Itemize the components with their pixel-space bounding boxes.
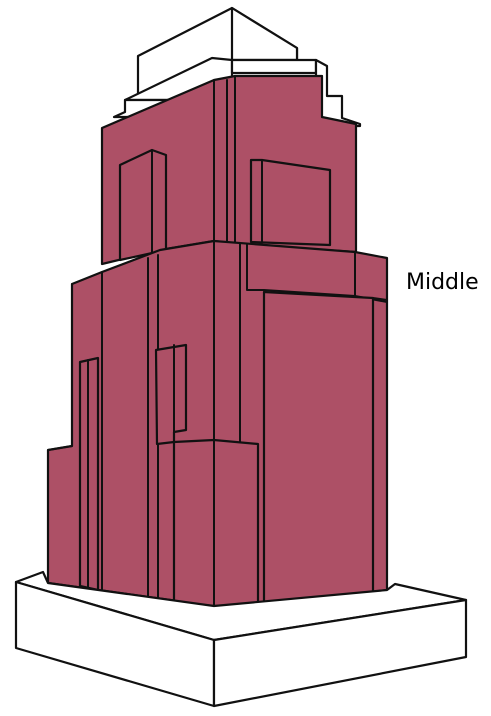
middle-lower-block [174, 440, 258, 606]
middle-notch [156, 345, 186, 444]
middle-right-panel [264, 292, 373, 606]
middle-label: Middle [406, 272, 479, 294]
middle-tier [48, 241, 387, 606]
crown-right-face [232, 8, 297, 60]
middle-left-step [48, 284, 72, 450]
upper-inset-left [120, 150, 166, 260]
crown-step-right [232, 60, 316, 73]
